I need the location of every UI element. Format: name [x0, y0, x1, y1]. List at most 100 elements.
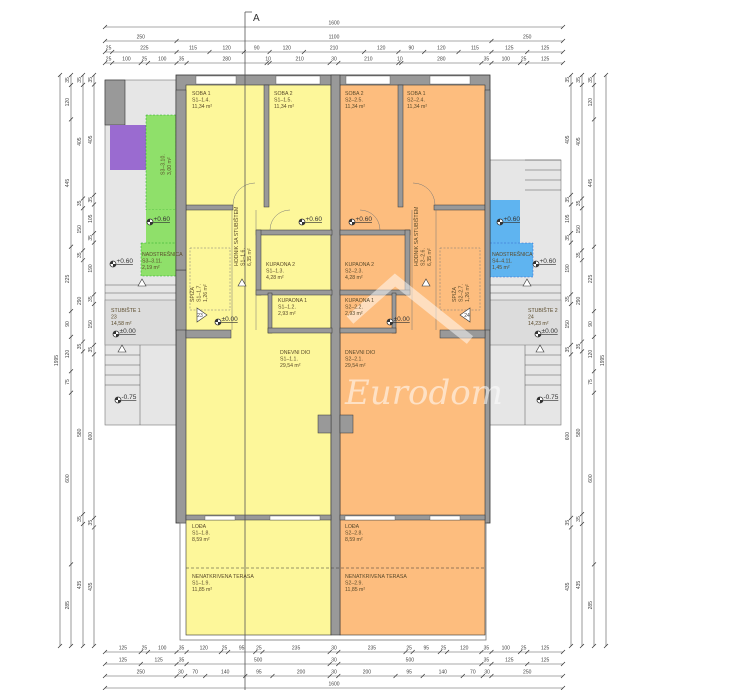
dimension-value: 120	[65, 98, 71, 107]
dimension-value: 140	[221, 670, 230, 676]
dimension-value: 120	[200, 646, 209, 652]
nadstresnica-right	[489, 242, 534, 278]
dimension-value: 600	[88, 432, 94, 441]
dimension-tick	[568, 352, 574, 357]
dimension-tick	[591, 562, 597, 567]
dimension-value: 35	[65, 77, 71, 83]
room-name: SPIŽA	[450, 286, 458, 302]
level-marker-fill	[299, 219, 305, 225]
level-value: -0.75	[544, 394, 559, 401]
dimension-value: 600	[588, 474, 594, 483]
dimension-value: 25	[441, 646, 447, 652]
level-value: ±0.00	[222, 316, 239, 323]
dimension-tick	[560, 38, 566, 44]
room-area: 11,34 m²	[407, 104, 427, 110]
dimension-tick	[517, 649, 523, 655]
room-name: SOBA 1	[407, 91, 426, 97]
dimension-tick	[91, 301, 97, 307]
dimension-value: 95	[256, 670, 262, 676]
dimension-value: 405	[576, 137, 582, 146]
dimension-tick	[207, 49, 212, 55]
dimension-value: 210	[364, 57, 373, 63]
dimension-tick	[68, 308, 74, 314]
dimension-value: 10	[397, 57, 403, 63]
dimension-value: 30	[484, 670, 490, 676]
room-area: 1,26 m²	[203, 284, 209, 302]
dimension-tick	[591, 82, 597, 88]
dimension-tick	[91, 342, 97, 348]
dimension-value: 35	[565, 77, 571, 83]
dimension-tick	[560, 649, 566, 655]
dimension-tick	[479, 649, 484, 655]
dimension-tick	[437, 649, 443, 655]
dimension-value: 125	[119, 646, 128, 652]
dimension-tick	[301, 49, 307, 55]
dimension-value: 120	[460, 646, 469, 652]
room-area: 11,34 m²	[192, 104, 212, 110]
dimension-value: 200	[363, 670, 372, 676]
dimension-tick	[568, 515, 574, 521]
level-marker-fill	[533, 261, 539, 267]
dimension-value: 35	[576, 200, 582, 206]
level-marker-fill	[113, 331, 119, 337]
dimension-value: 150	[77, 225, 83, 234]
dimension-tick	[80, 521, 86, 527]
dimension-value: 250	[137, 35, 146, 41]
room-area: 29,54 m²	[345, 363, 366, 369]
dimension-value: 70	[470, 670, 476, 676]
dimension-tick	[489, 49, 494, 55]
dimension-tick	[102, 38, 108, 44]
dimension-value: 25	[106, 57, 112, 63]
dimension-tick	[336, 649, 341, 655]
dimension-value: 35	[88, 77, 94, 83]
dimension-tick	[174, 49, 179, 55]
dimension-value: 125	[541, 646, 550, 652]
dimension-value: 405	[88, 135, 94, 144]
room-name: NENATKRIVENA TERASA	[192, 574, 254, 580]
dimension-tick	[489, 60, 494, 66]
dimension-tick	[361, 49, 367, 55]
dimension-tick	[524, 649, 530, 655]
dimension-value: 35	[88, 520, 94, 526]
dimension-tick	[68, 117, 74, 122]
dimension-tick	[327, 649, 332, 655]
level-marker-fill	[215, 319, 221, 325]
unit-s2	[339, 84, 486, 636]
room-area: 11,34 m²	[345, 104, 365, 110]
dimension-tick	[68, 643, 74, 649]
dimension-tick	[270, 673, 275, 679]
stair-number-mark-right: 24	[459, 307, 471, 323]
room-area: 11,34 m²	[274, 104, 294, 110]
room-code: S1–1.2.	[278, 305, 296, 311]
room-code: S1–1.5.	[274, 98, 292, 104]
dimension-value: 285	[588, 601, 594, 610]
room-name: KUPAONA 1	[345, 298, 374, 304]
dimension-value: 70	[192, 670, 198, 676]
dimension-value: 115	[189, 46, 197, 52]
dimension-tick	[202, 673, 208, 679]
room-area: 1,26 m²	[465, 284, 471, 302]
dimension-value: 100	[502, 646, 511, 652]
dimension-value: 1995	[600, 355, 606, 366]
dimension-value: 100	[502, 57, 511, 63]
dimension-value: 30	[331, 670, 337, 676]
level-value: ±0.00	[120, 328, 137, 335]
room-code: S1–1.1.	[280, 357, 298, 363]
dimension-tick	[80, 72, 86, 78]
dimension-value: 280	[437, 57, 446, 63]
dimension-value: 290	[576, 296, 582, 305]
level-marker: ±0.00	[112, 328, 137, 338]
room-name: NADSTREŠNICA	[142, 251, 183, 258]
stair-arrow-icon	[117, 344, 127, 353]
dimension-value: 125	[541, 658, 550, 664]
dimension-tick	[184, 649, 189, 655]
room-code: S1–1.8.	[192, 531, 210, 537]
dimension-tick	[568, 525, 574, 530]
dimension-value: 125	[505, 46, 514, 52]
dimension-tick	[560, 673, 566, 679]
dimension-tick	[102, 24, 108, 30]
